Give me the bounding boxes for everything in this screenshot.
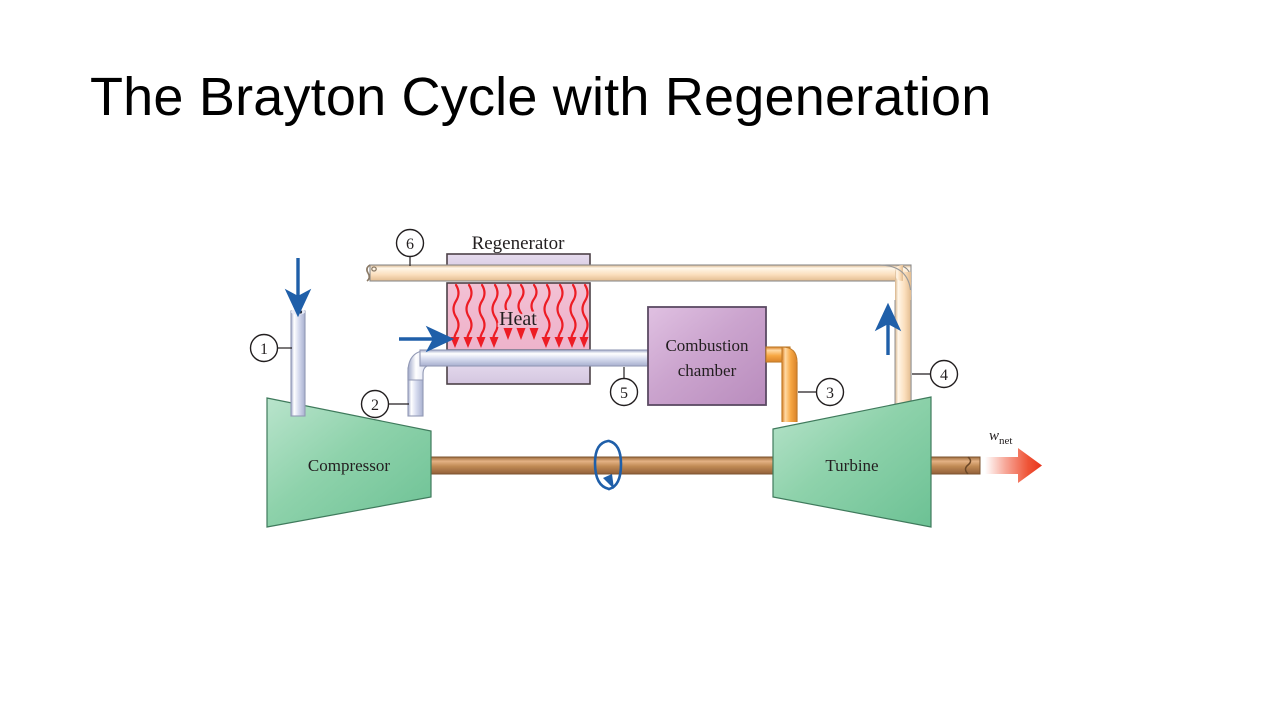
heat-arrow bbox=[489, 283, 499, 348]
flow-arrows bbox=[284, 258, 902, 355]
net-work-subscript: net bbox=[999, 435, 1012, 447]
heat-arrow bbox=[476, 283, 486, 348]
cold-pipe-path bbox=[407, 349, 653, 417]
compressor-body bbox=[266, 397, 432, 528]
state-point-1: 1 bbox=[249, 333, 292, 363]
state-point-6: 6 bbox=[395, 228, 425, 266]
heat-arrow bbox=[554, 283, 564, 348]
state-point-6-label: 6 bbox=[406, 236, 414, 253]
combustion-chamber-box bbox=[647, 306, 767, 406]
net-work-symbol: w bbox=[989, 428, 999, 444]
state-point-2-circle bbox=[360, 389, 390, 419]
compressor-label: Compressor bbox=[308, 456, 391, 475]
page-title: The Brayton Cycle with Regeneration bbox=[90, 67, 992, 127]
state-point-3-circle bbox=[815, 377, 845, 407]
inlet-pipe bbox=[290, 309, 306, 417]
inlet-pipe-mouth bbox=[291, 309, 305, 315]
heat-arrow bbox=[516, 283, 526, 340]
turbine: Turbine bbox=[772, 396, 932, 528]
state-point-3-label: 3 bbox=[826, 385, 834, 402]
state-point-2-label: 2 bbox=[371, 397, 379, 414]
inlet-pipe-mouth-dot bbox=[298, 310, 303, 314]
state-point-5: 5 bbox=[609, 367, 639, 407]
heat-arrows-group bbox=[450, 283, 589, 348]
state-point-4-circle bbox=[929, 359, 959, 389]
net-work-arrow bbox=[985, 448, 1042, 483]
combustor-outlet-riser bbox=[782, 360, 797, 422]
heat-label: Heat bbox=[499, 308, 537, 330]
hot-pipe-cut-curl bbox=[371, 266, 377, 272]
combustion-chamber-label-line2: chamber bbox=[678, 361, 737, 380]
hot-pipe-horizontal-segment bbox=[369, 264, 912, 282]
heat-arrow bbox=[541, 283, 551, 348]
turbine-label: Turbine bbox=[825, 456, 878, 475]
inlet-pipe-body bbox=[290, 310, 306, 417]
heat-arrow bbox=[463, 283, 473, 348]
net-work-output: w net bbox=[985, 428, 1042, 483]
heat-arrow bbox=[567, 283, 577, 348]
shaft-cut-end bbox=[964, 456, 972, 475]
turbine-body bbox=[772, 396, 932, 528]
state-point-3: 3 bbox=[798, 377, 845, 407]
state-point-6-circle bbox=[395, 228, 425, 258]
combustion-chamber: Combustion chamber bbox=[647, 306, 767, 406]
state-point-4-label: 4 bbox=[940, 367, 948, 384]
state-point-5-label: 5 bbox=[620, 385, 628, 402]
heat-arrow bbox=[579, 283, 589, 348]
state-point-1-label: 1 bbox=[260, 341, 268, 358]
state-point-2: 2 bbox=[360, 389, 409, 419]
state-point-1-circle bbox=[249, 333, 279, 363]
combustor-outlet-pipe bbox=[765, 346, 798, 422]
regenerator-label: Regenerator bbox=[472, 233, 566, 254]
hot-pipe-cut-end bbox=[366, 264, 371, 282]
rotation-arrow bbox=[593, 439, 623, 491]
state-point-5-circle bbox=[609, 377, 639, 407]
heat-arrow bbox=[529, 283, 539, 340]
state-point-4: 4 bbox=[912, 359, 959, 389]
heat-arrow bbox=[503, 283, 513, 340]
compressor: Compressor bbox=[266, 397, 432, 528]
cold-pipe-horizontal-segment bbox=[419, 349, 653, 367]
combustion-chamber-label-line1: Combustion bbox=[665, 336, 749, 355]
